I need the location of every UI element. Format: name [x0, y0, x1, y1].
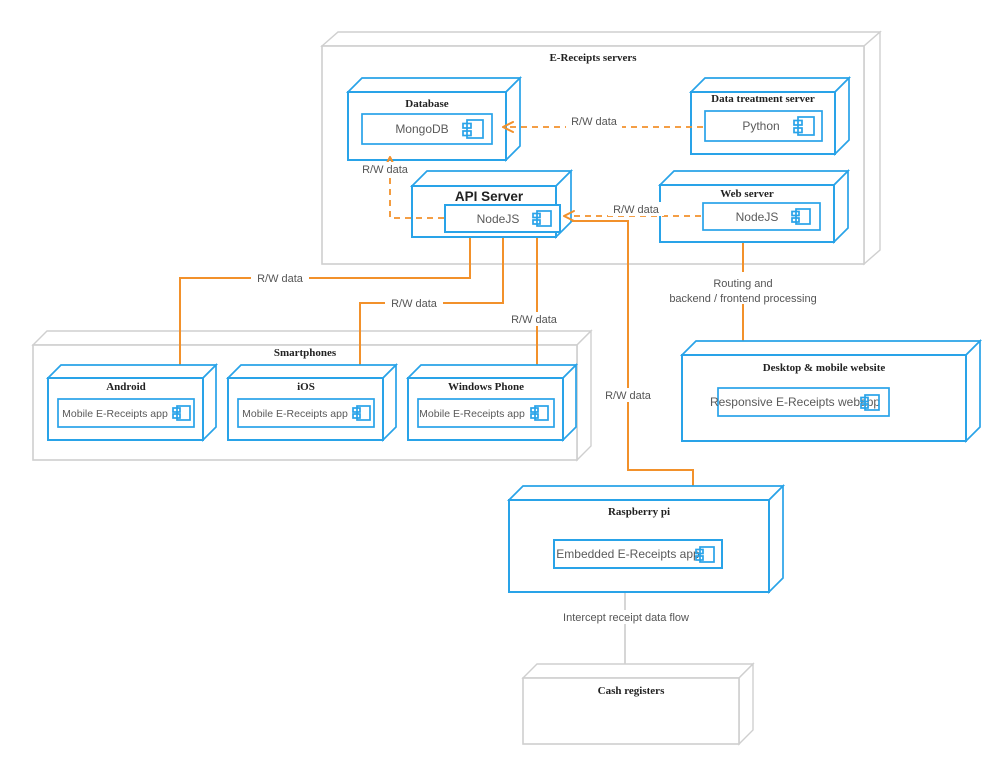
- edge-api-to-database: R/W data: [357, 156, 444, 219]
- edge-python-to-mongodb: R/W data: [502, 114, 703, 133]
- component-label-embedded-app: Embedded E-Receipts app: [556, 547, 700, 561]
- component-label-webapp: Responsive E-Receipts webapp: [710, 395, 880, 409]
- node-android[interactable]: Android Mobile E-Receipts app: [45, 362, 219, 443]
- node-title-website: Desktop & mobile website: [763, 362, 886, 374]
- container-title-servers: E-Receipts servers: [549, 52, 637, 64]
- edge-label-group: R/W data R/W data R/W data R/W data Rout…: [251, 271, 823, 624]
- node-windows-phone[interactable]: Windows Phone Mobile E-Receipts app: [405, 362, 579, 443]
- node-title-windows-phone: Windows Phone: [448, 381, 524, 393]
- node-raspberry-pi[interactable]: Raspberry pi Embedded E-Receipts app: [506, 483, 786, 595]
- uml-component-icon: [860, 394, 880, 411]
- node-api-server[interactable]: API Server NodeJS: [409, 168, 574, 240]
- component-label-python: Python: [742, 119, 779, 133]
- node-web-server[interactable]: Web server NodeJS: [657, 168, 851, 245]
- uml-component-icon: [791, 208, 811, 225]
- uml-component-icon: [352, 405, 371, 421]
- edge-label-python-mongodb: R/W data: [571, 116, 618, 128]
- node-title-android: Android: [106, 381, 146, 393]
- edge-label-android-api: R/W data: [257, 273, 304, 285]
- uml-component-icon: [532, 210, 552, 227]
- edge-label-webserver-api: R/W data: [613, 204, 660, 216]
- edge-label-winphone-api: R/W data: [511, 314, 558, 326]
- edge-label-webserver-website-line1: Routing and: [713, 278, 772, 290]
- uml-component-icon: [695, 546, 715, 563]
- container-title-smartphones: Smartphones: [274, 347, 337, 359]
- node-title-ios: iOS: [297, 381, 315, 393]
- node-desktop-mobile-website[interactable]: Desktop & mobile website Responsive E-Re…: [679, 338, 983, 444]
- node-cash-registers[interactable]: Cash registers: [521, 662, 755, 746]
- edge-android-to-api: [179, 232, 471, 398]
- node-database[interactable]: Database MongoDB: [345, 75, 523, 163]
- edge-label-api-database: R/W data: [362, 164, 409, 176]
- uml-component-icon: [462, 119, 484, 139]
- component-label-nodejs-api: NodeJS: [477, 212, 520, 226]
- node-data-treatment-server[interactable]: Data treatment server Python: [688, 75, 852, 157]
- component-label-ios-app: Mobile E-Receipts app: [242, 408, 348, 420]
- uml-component-icon: [793, 116, 815, 136]
- node-ios[interactable]: iOS Mobile E-Receipts app: [225, 362, 399, 443]
- edge-label-webserver-website-line2: backend / frontend processing: [669, 293, 816, 305]
- edge-webserver-to-api: R/W data: [563, 202, 701, 222]
- node-title-api-server: API Server: [455, 189, 524, 204]
- node-title-web-server: Web server: [720, 188, 774, 200]
- component-label-android-app: Mobile E-Receipts app: [62, 408, 168, 420]
- node-title-data-treatment: Data treatment server: [711, 93, 815, 105]
- node-title-database: Database: [405, 98, 449, 110]
- node-title-raspberry-pi: Raspberry pi: [608, 506, 670, 518]
- edge-label-ios-api: R/W data: [391, 298, 438, 310]
- uml-component-icon: [530, 405, 549, 421]
- edge-label-raspberry-api: R/W data: [605, 390, 652, 402]
- component-label-nodejs-web: NodeJS: [736, 210, 779, 224]
- component-label-winphone-app: Mobile E-Receipts app: [419, 408, 525, 420]
- node-title-cash-registers: Cash registers: [598, 685, 665, 697]
- edge-label-raspberry-cash: Intercept receipt data flow: [563, 612, 689, 624]
- component-label-mongodb: MongoDB: [395, 122, 448, 136]
- uml-component-icon: [172, 405, 191, 421]
